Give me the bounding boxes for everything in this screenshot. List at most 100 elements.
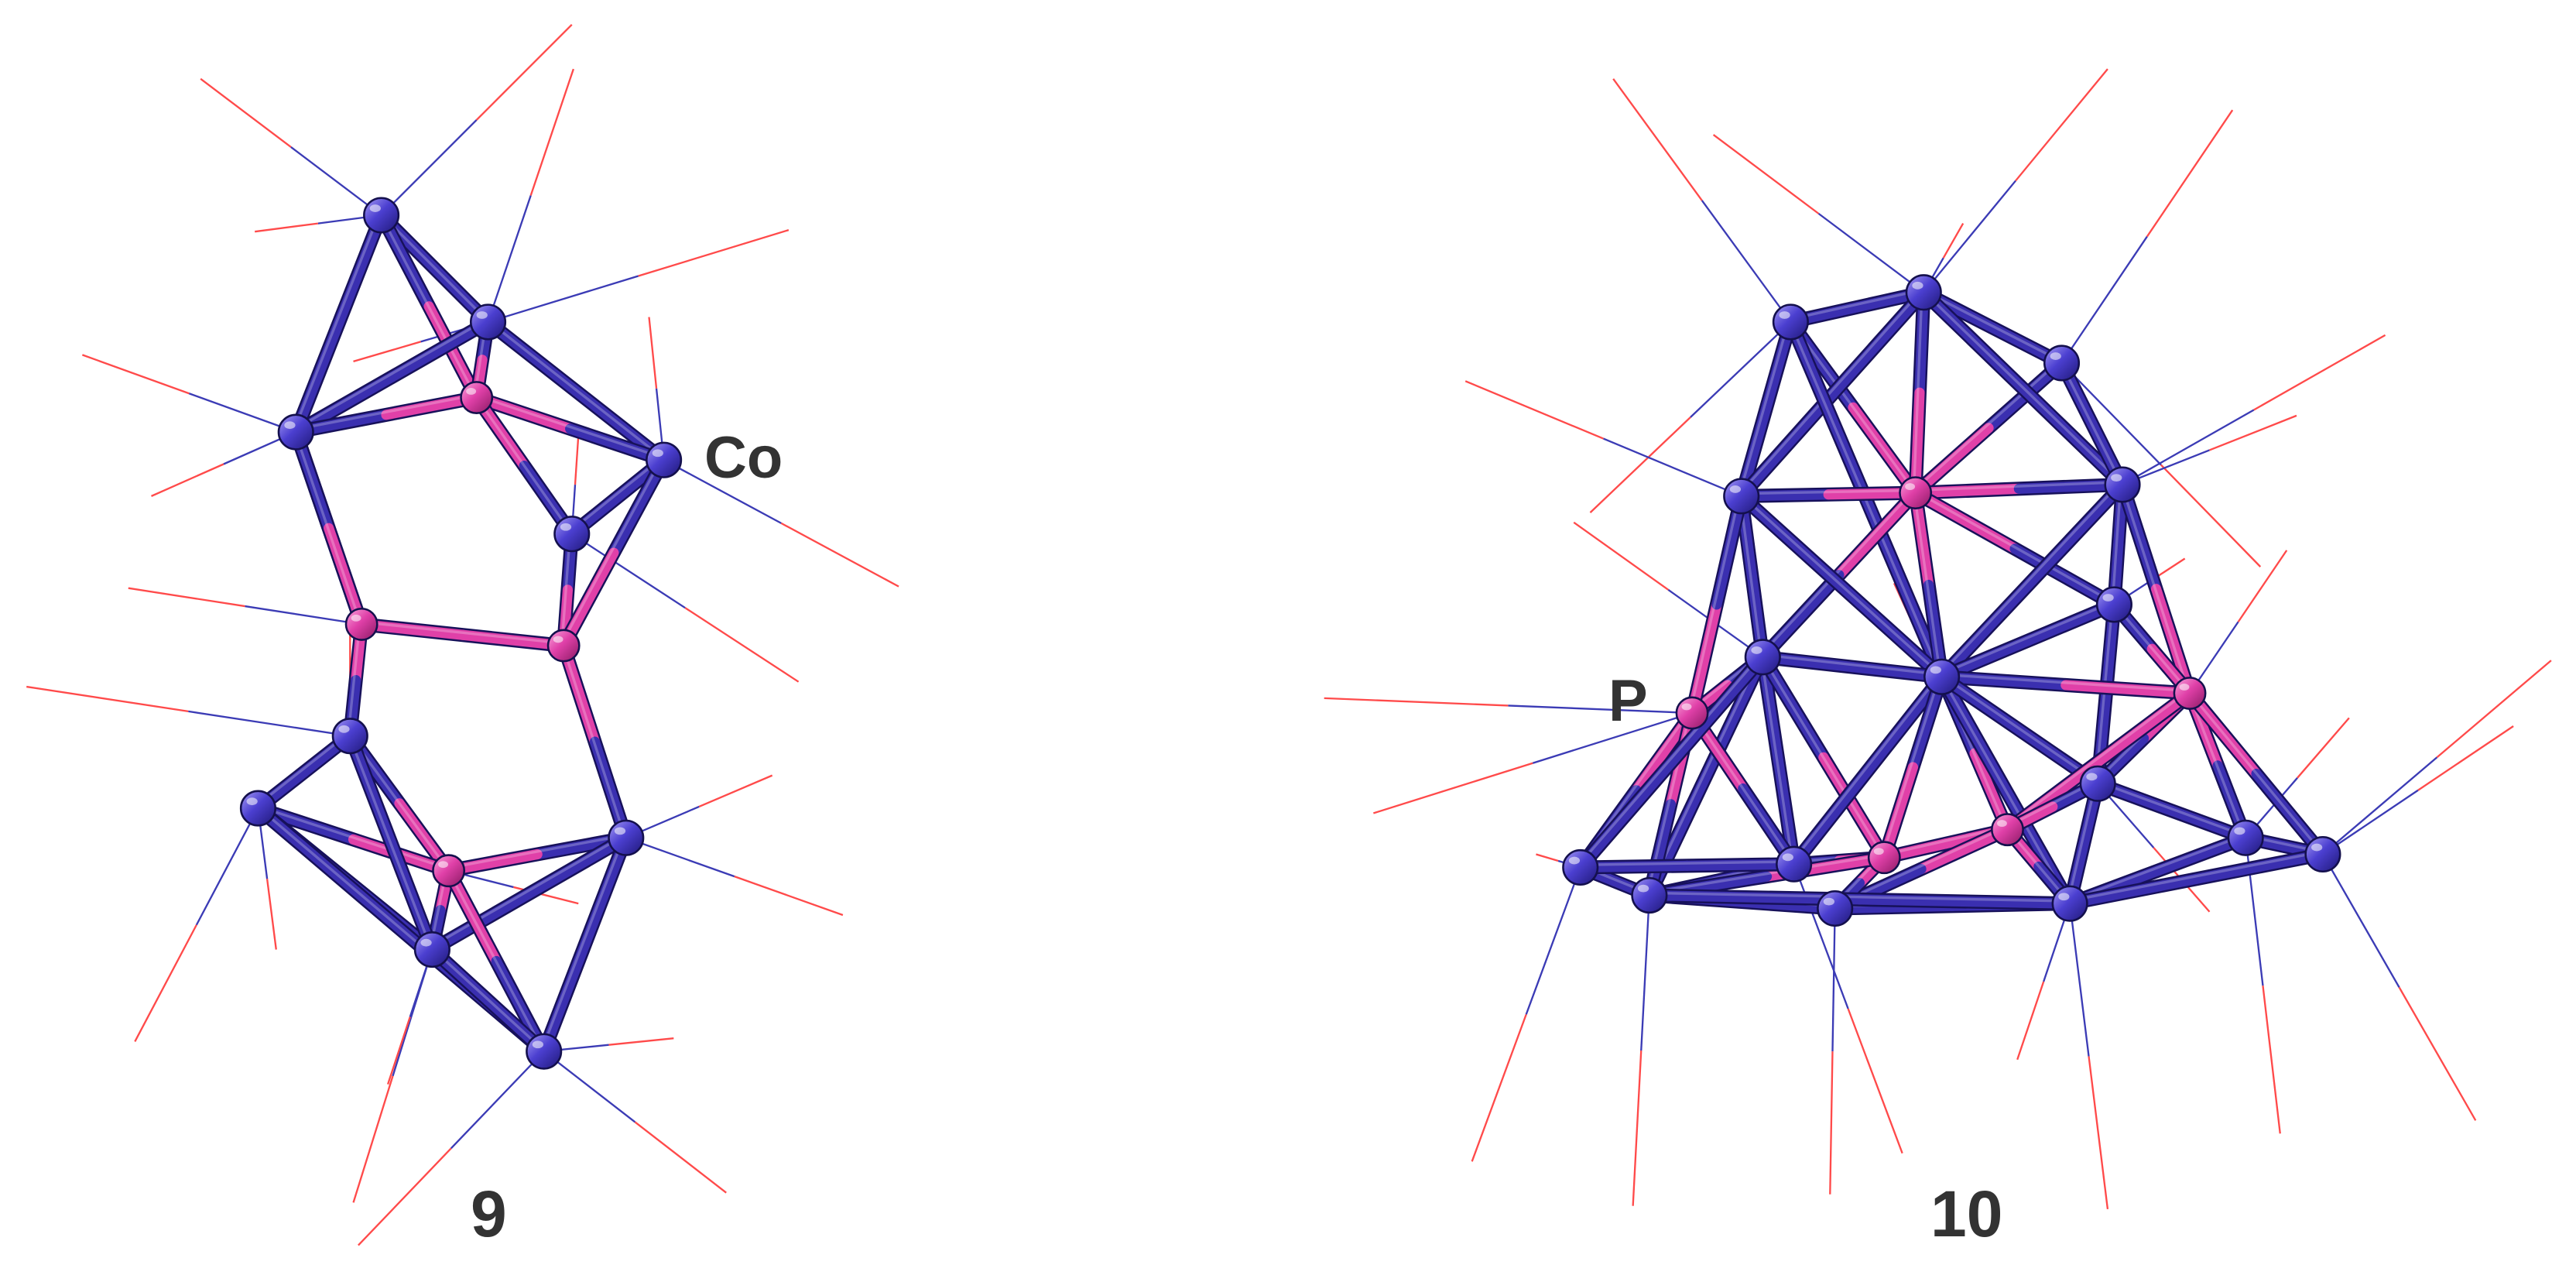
bond-highlight [1912,359,2062,492]
bond-highlight [1689,709,1794,863]
ligand-line [1817,212,1924,293]
bond-half [252,803,406,935]
ligand-line [2253,334,2386,411]
bond-highlight [1689,492,1742,712]
ligand-line [1471,1013,1527,1162]
bond-half [423,301,482,403]
ligand-line [1324,697,1509,707]
ligand-line [2322,756,2438,855]
ligand-line [450,1051,545,1150]
ligand-line [2297,717,2350,779]
phosphorus-atom [2173,677,2207,710]
ligand-line [290,146,382,216]
phosphorus-atom [1675,696,1709,730]
atom-highlight [1905,483,1916,491]
bond-half [1910,387,1925,499]
cobalt-atom [2227,819,2264,856]
ligand-line [188,392,296,434]
ligand-line [625,837,735,878]
bond-half [482,317,581,396]
bond-highlight [485,318,664,459]
bond-half [290,318,344,437]
ligand-line [2321,853,2400,988]
phosphorus-atom [1991,813,2024,847]
bond-highlight [429,945,544,1051]
bond-highlight [1646,653,1762,895]
cobalt-atom [1817,890,1854,927]
ligand-line [543,1051,636,1123]
ligand-line [1923,180,2016,293]
bond-highlight [1759,488,1916,656]
atom-highlight [438,861,448,869]
ligand-line [734,876,844,917]
bond-highlight [2119,481,2190,693]
bond-highlight [1759,653,1884,857]
cobalt-atom [1923,658,1961,695]
cobalt-atom [363,197,400,234]
ligand-line [2016,981,2045,1061]
bond-highlight [1759,653,1942,676]
atom-highlight [1782,853,1793,862]
ligand-line [698,774,773,808]
bond-half [333,210,387,329]
ligand-line [1690,321,1792,418]
ligand-line [2060,235,2148,364]
atom-highlight [1779,311,1790,319]
cobalt-atom [239,790,276,827]
atom-highlight [2086,773,2098,781]
atom-highlight [2050,352,2061,360]
ligand-line [638,228,790,277]
atom-highlight [1729,485,1742,493]
bond-half [2018,383,2128,490]
ligand-line [1508,704,1693,715]
ligand-line [1640,895,1651,1051]
ligand-line [134,924,197,1042]
ligand-line [81,354,190,395]
phosphorus-label: P [1608,668,1648,734]
cobalt-atom [2079,765,2116,802]
atom-highlight [1637,884,1649,893]
ligand-line [1829,1051,1834,1195]
ligand-line [2122,409,2255,486]
bond-half [1848,402,1921,499]
cobalt-atom [413,931,450,968]
cobalt-label: Co [704,425,783,491]
ligand-line [26,685,189,713]
bond-half [1836,581,1947,682]
bond-highlight [347,732,432,949]
atom-highlight [1823,897,1834,906]
cluster-atoms [239,197,2341,1070]
bond-highlight [1938,481,2122,676]
phosphorus-atom [344,607,379,641]
bond-half [2117,479,2162,595]
bond-highlight [1646,853,1884,895]
bond-highlight [429,834,626,949]
bond-highlight [445,834,626,870]
bond-half [1711,491,1747,610]
phosphorus-atom [546,629,581,663]
bond-highlight [2067,834,2245,903]
ligand-line [1602,437,1742,497]
atom-highlight [466,388,477,395]
atom-highlight [1912,281,1923,290]
bond-highlight [378,211,477,397]
cobalt-atom [608,819,645,856]
bond-half [457,629,569,651]
atom-highlight [476,311,488,319]
ligand-line [265,879,277,950]
bond-highlight [293,393,477,431]
ligand-line [1532,711,1693,764]
bond-half [1862,671,1947,776]
bond-highlight [540,834,626,1051]
bond-half [2009,543,2119,610]
bond-highlight [1646,891,2070,903]
atom-highlight [652,449,663,458]
bond-highlight [2004,689,2190,829]
bond-half [2184,687,2262,780]
bond-highlight [560,642,626,837]
cobalt-atom [526,1033,563,1070]
ligand-line [1525,867,1581,1015]
ligand-line [1712,134,1820,214]
cobalt-atom [1905,274,1942,311]
bond-half [2026,479,2128,586]
